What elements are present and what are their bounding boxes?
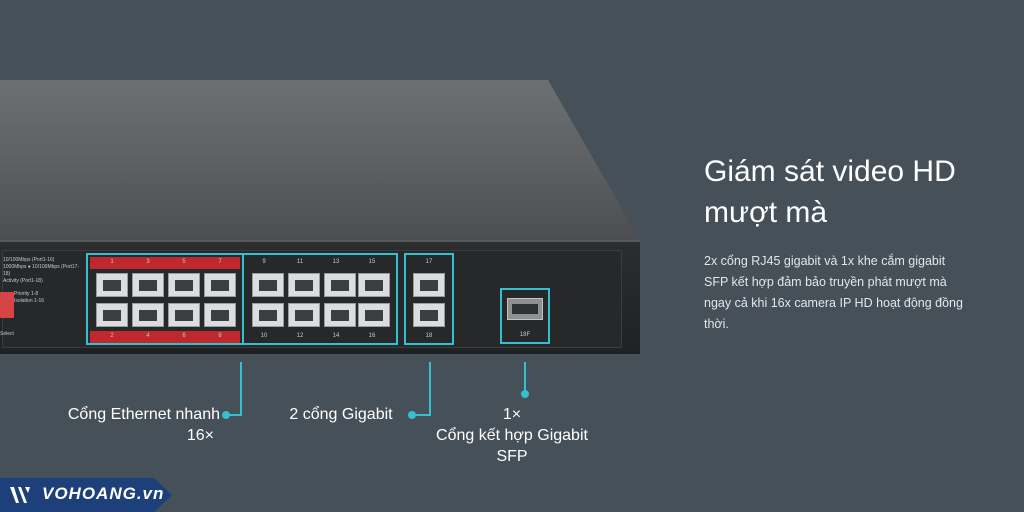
led-legend-line: Activity (Port1-18) xyxy=(3,278,43,284)
rj45-port xyxy=(324,273,356,297)
dip-select-label: Select xyxy=(0,331,14,337)
rj45-gigabit-port xyxy=(413,303,445,327)
headline: Giám sát video HD mượt mà xyxy=(704,151,1004,233)
rj45-port xyxy=(252,273,284,297)
rj45-port xyxy=(96,273,128,297)
port-number: 17 xyxy=(425,259,433,265)
sfp-slot xyxy=(507,298,543,320)
description: 2x cổng RJ45 gigabit và 1x khe cắm gigab… xyxy=(704,251,1004,335)
callout-line-text: Cổng Ethernet nhanh xyxy=(67,406,220,423)
dip-switch xyxy=(0,292,14,318)
callout-dot xyxy=(521,390,529,398)
headline-line: mượt mà xyxy=(704,196,828,229)
port-number: 18 xyxy=(425,333,433,339)
rj45-port xyxy=(132,303,164,327)
vohoang-logo-icon xyxy=(10,487,30,503)
rj45-port xyxy=(358,273,390,297)
logo-text: VOHOANG.vn xyxy=(42,484,165,503)
led-legend: 10/100Mbps (Port1-16) 1000Mbps ● 10/100M… xyxy=(3,257,83,285)
callout-fast-ethernet: Cổng Ethernet nhanh 16× xyxy=(40,404,220,446)
port-number: 10 xyxy=(260,333,268,339)
rj45-port xyxy=(358,303,390,327)
rj45-port xyxy=(288,273,320,297)
callout-dot xyxy=(222,411,230,419)
port-number: 8 xyxy=(218,333,222,339)
callout-line-text: 16× xyxy=(186,427,214,444)
rj45-port xyxy=(252,303,284,327)
callout-gigabit: 2 cổng Gigabit xyxy=(278,404,404,425)
description-line: SFP kết hợp đảm bảo truyền phát mượt mà xyxy=(704,275,947,289)
description-line: 2x cổng RJ45 gigabit và 1x khe cắm gigab… xyxy=(704,254,946,268)
callout-line-text: SFP xyxy=(496,448,528,465)
dip-priority-label: Priority 1-8 xyxy=(14,291,39,297)
red-strip xyxy=(90,331,240,343)
callout-line xyxy=(240,362,242,416)
port-number: 1 xyxy=(110,259,114,265)
callout-dot xyxy=(408,411,416,419)
port-number: 4 xyxy=(146,333,150,339)
switch-top-surface xyxy=(0,80,640,248)
dip-switch-area xyxy=(0,288,16,330)
description-line: thời. xyxy=(704,317,729,331)
port-number: 2 xyxy=(110,333,114,339)
port-group-9-16: 9 11 13 15 10 12 14 16 xyxy=(244,253,398,345)
port-number: 14 xyxy=(332,333,340,339)
rj45-port xyxy=(204,303,236,327)
rj45-port xyxy=(168,273,200,297)
port-number: 3 xyxy=(146,259,150,265)
rj45-port xyxy=(324,303,356,327)
port-number: 9 xyxy=(262,259,266,265)
port-group-gigabit: 17 18 xyxy=(404,253,454,345)
callout-line xyxy=(226,414,242,416)
callout-line xyxy=(412,414,431,416)
port-number: 5 xyxy=(182,259,186,265)
port-number: 18F xyxy=(519,332,531,338)
port-group-1-8: 1 3 5 7 2 4 6 8 xyxy=(86,253,244,345)
port-number: 6 xyxy=(182,333,186,339)
callout-line-text: 2 cổng Gigabit xyxy=(289,406,393,423)
callout-line-text: 1× xyxy=(502,406,522,423)
callout-line xyxy=(429,362,431,416)
port-number: 11 xyxy=(296,259,304,265)
dip-isolation-label: Isolation 1-16 xyxy=(14,298,45,304)
led-legend-line: 1000Mbps ● 10/100Mbps (Port17-18) xyxy=(3,264,80,277)
port-number: 7 xyxy=(218,259,222,265)
port-number: 12 xyxy=(296,333,304,339)
rj45-port xyxy=(168,303,200,327)
led-legend-line: 10/100Mbps (Port1-16) xyxy=(3,257,55,263)
red-strip xyxy=(90,257,240,269)
logo-banner xyxy=(0,478,172,512)
rj45-port xyxy=(132,273,164,297)
port-number: 13 xyxy=(332,259,340,265)
port-number: 15 xyxy=(368,259,376,265)
port-number: 16 xyxy=(368,333,376,339)
rj45-port xyxy=(204,273,236,297)
headline-line: Giám sát video HD xyxy=(704,155,956,188)
callout-line xyxy=(524,362,526,392)
sfp-slot-group: 18F xyxy=(500,288,550,344)
rj45-gigabit-port xyxy=(413,273,445,297)
rj45-port xyxy=(288,303,320,327)
description-line: ngay cả khi 16x camera IP HD hoạt động đ… xyxy=(704,296,963,310)
callout-line-text: Cổng kết hợp Gigabit xyxy=(436,427,588,444)
rj45-port xyxy=(96,303,128,327)
callout-sfp: 1× Cổng kết hợp Gigabit SFP xyxy=(422,404,602,467)
